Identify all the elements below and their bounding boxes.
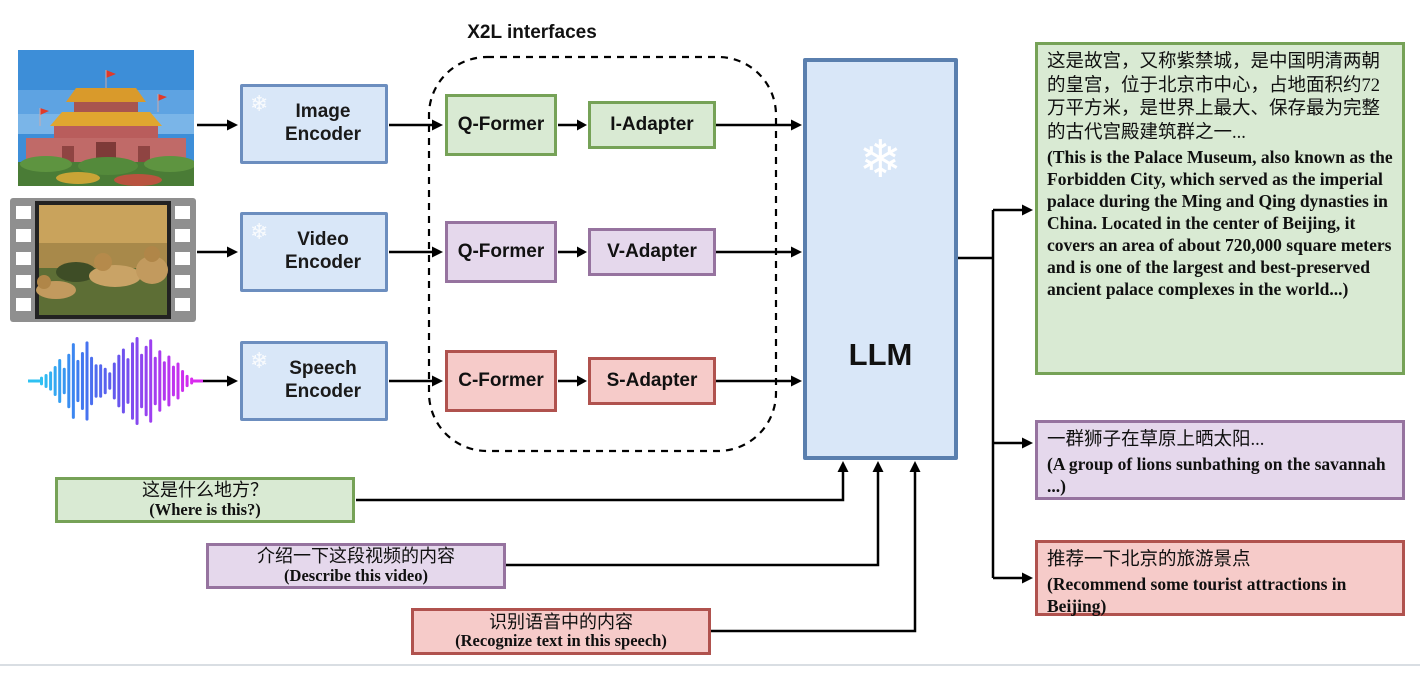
speech-prompt-box: 识别语音中的内容 (Recognize text in this speech)	[411, 608, 711, 655]
snowflake-icon: ❄	[250, 348, 269, 373]
tiananmen-photo-image	[18, 50, 194, 186]
image-encoder-box: ❄ Image Encoder	[240, 84, 388, 164]
snowflake-icon: ❄	[250, 91, 269, 116]
film-strip-image	[10, 198, 196, 322]
llm-label: LLM	[848, 337, 913, 372]
image-prompt-zh: 这是什么地方？	[142, 480, 268, 501]
bottom-divider	[0, 664, 1420, 666]
video-prompt-en: (Describe this video)	[284, 565, 428, 585]
speech-encoder-box: ❄ Speech Encoder	[240, 341, 388, 421]
speech-waveform-image	[28, 337, 203, 425]
speech-encoder-label: Speech Encoder	[284, 358, 362, 402]
i-adapter-label: I-Adapter	[610, 114, 694, 135]
video-answer-box: 一群狮子在草原上晒太阳... (A group of lions sunbath…	[1035, 420, 1405, 500]
llm-box: ❄ LLM	[803, 58, 958, 460]
video-encoder-label: Video Encoder	[284, 229, 362, 273]
x2l-interfaces-label: X2L interfaces	[467, 22, 597, 43]
arrowheads	[227, 119, 1033, 584]
s-adapter-box: S-Adapter	[588, 357, 716, 405]
c-former-label: C-Former	[458, 370, 544, 391]
q-former-image-box: Q-Former	[445, 94, 557, 156]
video-prompt-zh: 介绍一下这段视频的内容	[257, 546, 455, 567]
image-answer-box: 这是故宫，又称紫禁城，是中国明清两朝的皇宫，位于北京市中心，占地面积约72万平方…	[1035, 42, 1405, 375]
q-former-video-box: Q-Former	[445, 221, 557, 283]
image-prompt-en: (Where is this?)	[149, 499, 261, 519]
video-encoder-box: ❄ Video Encoder	[240, 212, 388, 292]
image-prompt-box: 这是什么地方？ (Where is this?)	[55, 477, 355, 523]
q-former-image-label: Q-Former	[457, 114, 545, 135]
speech-answer-box: 推荐一下北京的旅游景点 (Recommend some tourist attr…	[1035, 540, 1405, 616]
video-answer-en: (A group of lions sunbathing on the sava…	[1047, 453, 1386, 496]
video-answer-zh: 一群狮子在草原上晒太阳...	[1047, 430, 1265, 450]
v-adapter-box: V-Adapter	[588, 228, 716, 276]
c-former-box: C-Former	[445, 350, 557, 412]
tiananmen-photo	[18, 50, 194, 186]
speech-prompt-en: (Recognize text in this speech)	[455, 631, 667, 651]
lion-video-frame	[10, 198, 196, 322]
i-adapter-box: I-Adapter	[588, 101, 716, 149]
image-answer-zh: 这是故宫，又称紫禁城，是中国明清两朝的皇宫，位于北京市中心，占地面积约72万平方…	[1047, 52, 1381, 144]
image-encoder-label: Image Encoder	[284, 101, 362, 145]
image-answer-en: (This is the Palace Museum, also known a…	[1047, 146, 1393, 299]
q-former-video-label: Q-Former	[457, 241, 545, 262]
v-adapter-label: V-Adapter	[607, 241, 697, 262]
snowflake-icon: ❄	[250, 219, 269, 244]
speech-prompt-zh: 识别语音中的内容	[489, 611, 633, 632]
video-prompt-box: 介绍一下这段视频的内容 (Describe this video)	[206, 543, 506, 589]
speech-answer-zh: 推荐一下北京的旅游景点	[1047, 550, 1251, 570]
x2l-dashed-boundary	[427, 55, 778, 453]
snowflake-icon: ❄	[858, 131, 903, 189]
speech-waveform	[28, 332, 203, 430]
speech-answer-en: (Recommend some tourist attractions in B…	[1047, 573, 1347, 616]
s-adapter-label: S-Adapter	[606, 370, 698, 391]
